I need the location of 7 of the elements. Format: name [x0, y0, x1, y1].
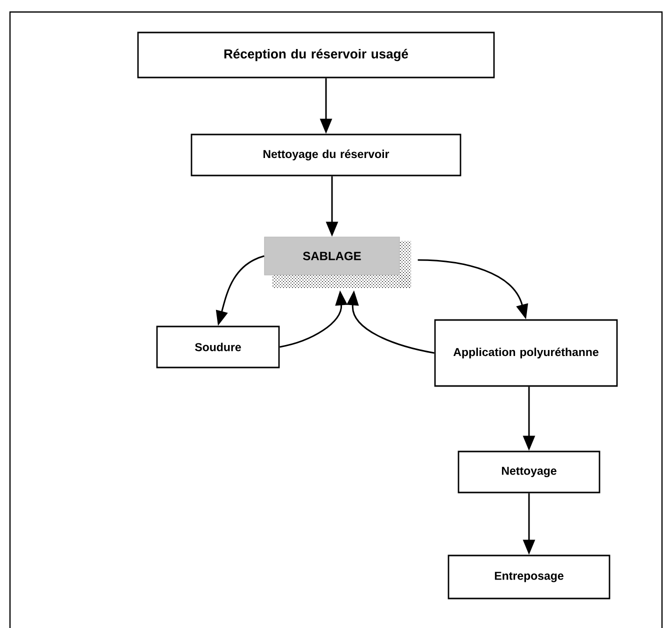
process-box: Entreposage [448, 554, 610, 600]
process-box: Nettoyage [458, 450, 600, 494]
process-box: Réception du réservoir usagé [137, 32, 495, 78]
process-box: Application polyuréthanne [434, 319, 618, 387]
process-box: Soudure [156, 326, 280, 368]
shaded-process-box: SABLAGE [264, 236, 400, 276]
process-box: Nettoyage du réservoir [190, 134, 462, 176]
